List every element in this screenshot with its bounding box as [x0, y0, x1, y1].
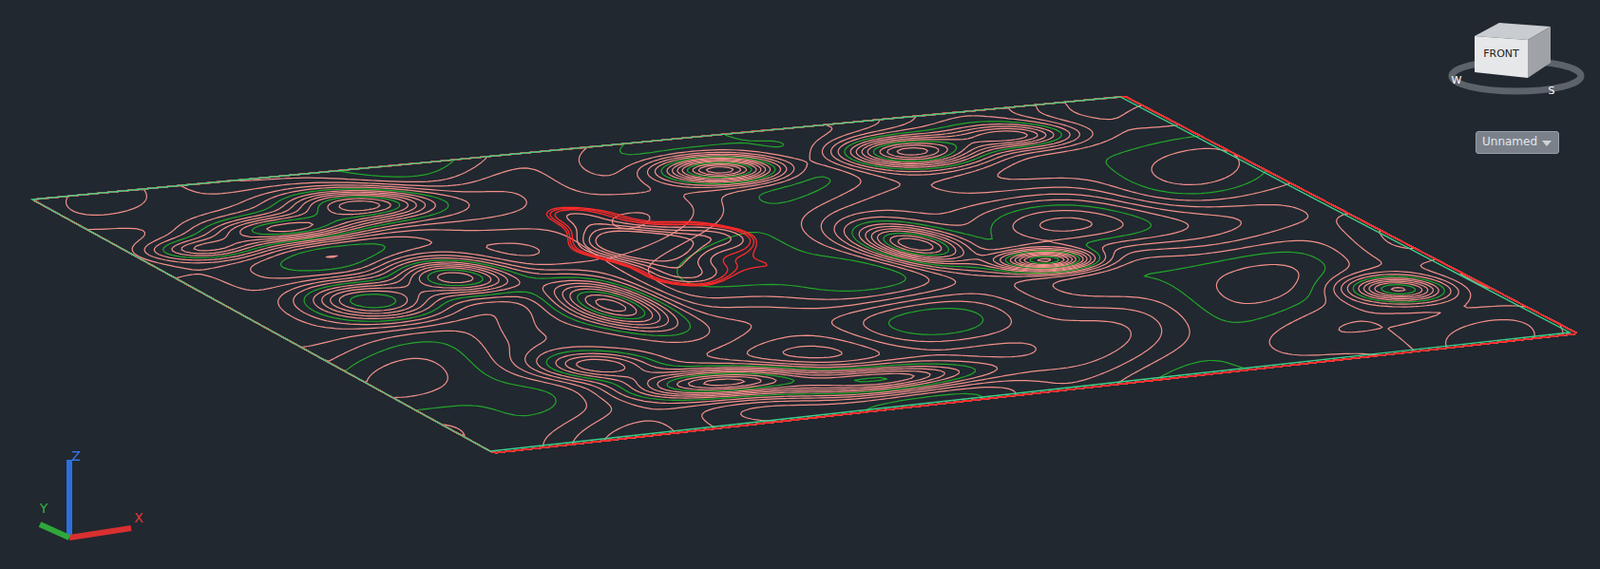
contour-line: [193, 128, 1428, 395]
pit-contour: [34, 96, 1577, 454]
compass-label: S: [1548, 84, 1556, 97]
pit-contour: [34, 96, 1577, 454]
site-boundary: [32, 96, 1570, 452]
compass-label: W: [1451, 74, 1463, 87]
contour-line: [34, 96, 1577, 454]
pit-contour: [34, 96, 1577, 454]
contour-line: [34, 96, 1577, 454]
contour-line: [171, 124, 1439, 399]
contour-line: [65, 108, 1535, 441]
contour-line: [34, 105, 1563, 445]
contour-line: [1037, 258, 1050, 262]
dropdown-text: Unnamed: [1482, 134, 1538, 149]
view-dropdown: Unnamed: [1475, 131, 1560, 154]
contour-line: [251, 141, 1415, 392]
contour-line: [181, 126, 1433, 397]
axis-label: X: [133, 510, 144, 526]
contour-line: [34, 102, 1577, 448]
axis-label: Z: [71, 448, 81, 464]
contour-line: [153, 115, 1451, 404]
pit-contour: [34, 96, 1577, 454]
contour-line: [240, 131, 1423, 394]
dropdown-arrow: [1542, 140, 1552, 147]
pit-contour: [34, 96, 1577, 454]
ucs-icon: [39, 459, 132, 538]
contour-line: [266, 143, 1406, 390]
contour-line: [1029, 256, 1059, 264]
view-cube: [1451, 22, 1581, 92]
contour-line: [1024, 255, 1065, 266]
pit-contour: [34, 96, 1577, 454]
pit-contour: [34, 96, 1577, 454]
contour-line: [34, 96, 1577, 454]
axis-label: Y: [39, 500, 49, 516]
view-face-label: FRONT: [1483, 47, 1520, 60]
contour-line: [339, 145, 1072, 388]
